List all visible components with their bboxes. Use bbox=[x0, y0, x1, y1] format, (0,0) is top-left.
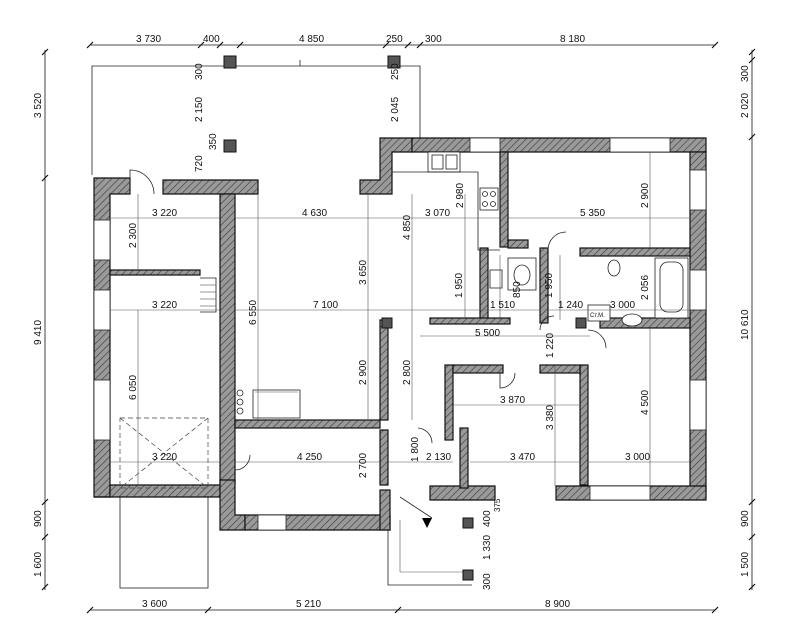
dim-int-9: 3 070 bbox=[425, 208, 450, 219]
dim-int-2: 720 bbox=[194, 155, 205, 172]
dim-top-0: 3 730 bbox=[136, 34, 161, 45]
dim-bottom-1: 5 210 bbox=[296, 599, 321, 610]
dim-int-4: 2 045 bbox=[390, 97, 401, 122]
dim-int-36: 1 800 bbox=[410, 437, 421, 462]
entrance-porch bbox=[119, 489, 209, 589]
dim-int-7: 2 300 bbox=[128, 223, 139, 248]
dim-int-42: 1 330 bbox=[482, 535, 493, 560]
dim-right-1: 2 020 bbox=[740, 93, 751, 118]
dim-left-0: 3 520 bbox=[33, 93, 44, 118]
dim-int-41: 375 bbox=[493, 498, 502, 512]
dim-int-31: 3 380 bbox=[545, 405, 556, 430]
dim-int-39: 3 000 bbox=[625, 452, 650, 463]
dim-int-27: 6 050 bbox=[128, 375, 139, 400]
dim-right-2: 10 610 bbox=[740, 309, 751, 340]
dim-int-10: 2 980 bbox=[455, 183, 466, 208]
dim-int-26: 1 220 bbox=[545, 333, 556, 358]
dim-int-14: 3 220 bbox=[152, 300, 177, 311]
dim-int-33: 3 220 bbox=[152, 452, 177, 463]
dim-int-32: 4 500 bbox=[640, 390, 651, 415]
dim-int-13: 2 900 bbox=[640, 183, 651, 208]
dim-int-24: 2 056 bbox=[640, 275, 651, 300]
dim-int-8: 4 630 bbox=[302, 208, 327, 219]
dim-top-1: 400 bbox=[203, 34, 220, 45]
dim-int-34: 4 250 bbox=[297, 452, 322, 463]
dim-int-22: 1 240 bbox=[558, 300, 583, 311]
dim-int-15: 7 100 bbox=[313, 300, 338, 311]
dim-int-21: 1 950 bbox=[544, 273, 555, 298]
terrace-outlines bbox=[91, 60, 472, 589]
dim-int-1: 2 150 bbox=[194, 97, 205, 122]
walls bbox=[93, 55, 707, 581]
interior-dimension-lines bbox=[110, 152, 690, 486]
dim-int-0: 300 bbox=[194, 63, 205, 80]
dim-int-20: 850 bbox=[512, 281, 523, 298]
dim-int-16: 6 550 bbox=[248, 300, 259, 325]
dim-right-4: 1 500 bbox=[740, 552, 751, 577]
door-swings bbox=[129, 169, 607, 471]
dim-int-28: 2 900 bbox=[358, 360, 369, 385]
dim-int-29: 2 800 bbox=[402, 360, 413, 385]
dim-left-2: 900 bbox=[33, 510, 44, 527]
dim-int-12: 5 350 bbox=[580, 208, 605, 219]
dim-left-3: 1 600 bbox=[33, 552, 44, 577]
dim-int-40: 400 bbox=[482, 510, 493, 527]
dim-right-0: 300 bbox=[740, 65, 751, 82]
dimension-lines bbox=[41, 41, 756, 614]
fixtures: Ст.М. bbox=[119, 151, 689, 528]
dim-bottom-2: 8 900 bbox=[545, 599, 570, 610]
dim-top-2: 4 850 bbox=[299, 34, 324, 45]
dim-int-38: 3 470 bbox=[510, 452, 535, 463]
dim-top-4: 300 bbox=[425, 34, 442, 45]
dim-right-3: 900 bbox=[740, 510, 751, 527]
dim-int-18: 1 950 bbox=[454, 273, 465, 298]
dim-left-1: 9 410 bbox=[33, 320, 44, 345]
dim-int-5: 250 bbox=[390, 63, 401, 80]
dim-int-35: 2 700 bbox=[358, 453, 369, 478]
dim-int-3: 350 bbox=[208, 133, 219, 150]
dim-int-11: 4 850 bbox=[402, 215, 413, 240]
dim-int-6: 3 220 bbox=[152, 208, 177, 219]
dimension-labels: 3 730 400 4 850 250 300 8 180 3 600 5 21… bbox=[33, 34, 751, 610]
dim-top-5: 8 180 bbox=[560, 34, 585, 45]
dim-int-43: 300 bbox=[482, 573, 493, 590]
dim-int-17: 3 650 bbox=[358, 260, 369, 285]
dim-top-3: 250 bbox=[386, 34, 403, 45]
dim-bottom-0: 3 600 bbox=[142, 599, 167, 610]
dim-int-25: 5 500 bbox=[475, 328, 500, 339]
dim-int-30: 3 870 bbox=[500, 395, 525, 406]
dim-int-23: 3 000 bbox=[610, 300, 635, 311]
washer-label: Ст.М. bbox=[590, 313, 605, 319]
dim-int-19: 1 510 bbox=[490, 300, 515, 311]
dim-int-37: 2 130 bbox=[426, 452, 451, 463]
